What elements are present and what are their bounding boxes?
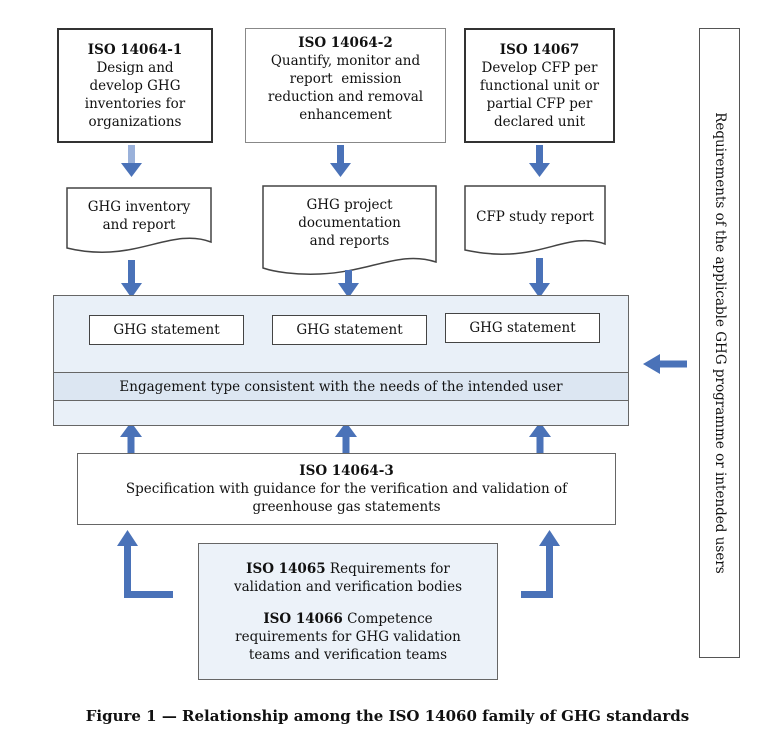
box-text-line: reduction and removal — [267, 89, 424, 105]
requirements-side-label: Requirements of the applicable GHG progr… — [712, 112, 728, 574]
arrow-left-side — [643, 354, 687, 374]
iso-14065-line: ISO 14065 Requirements for — [246, 560, 450, 578]
box-text-line: organizations — [88, 113, 182, 130]
doc-text-line: documentation — [298, 215, 401, 231]
iso-14064-3-title: ISO 14064-3 — [299, 463, 394, 479]
arrow-up-3 — [529, 422, 551, 455]
doc-text-line: GHG project — [306, 197, 393, 213]
arrow-l-left — [117, 530, 173, 598]
iso-14066-line: ISO 14066 Competence — [263, 610, 432, 628]
doc-text-line: and report — [102, 217, 176, 233]
arrow-down-1 — [121, 145, 142, 177]
iso-14064-1-title: ISO 14064-1 — [87, 41, 183, 58]
arrow-down-5 — [338, 270, 359, 298]
box-text-line: enhancement — [299, 107, 392, 123]
doc-text-line: GHG inventory — [87, 199, 191, 215]
ghg-statement-3: GHG statement — [445, 313, 600, 343]
box-text-line: greenhouse gas statements — [252, 499, 441, 515]
box-text-line: validation and verification bodies — [233, 578, 463, 595]
box-text-line: Design and — [96, 59, 174, 76]
iso-14065-text: Requirements for — [325, 560, 450, 577]
requirements-side-box — [699, 28, 740, 658]
box-text-line: develop GHG — [89, 77, 181, 94]
document-ghg-inventory: GHG inventory and report — [67, 195, 211, 237]
arrow-down-4 — [121, 260, 142, 298]
engagement-type-bar: Engagement type consistent with the need… — [53, 372, 629, 401]
iso-14064-3-box: ISO 14064-3 Specification with guidance … — [77, 453, 616, 525]
doc-text-line: CFP study report — [476, 209, 594, 225]
box-text-line: report emission — [289, 71, 402, 87]
iso-14064-1-box: ISO 14064-1 Design and develop GHG inven… — [57, 28, 213, 143]
iso-14065-title: ISO 14065 — [246, 560, 326, 577]
box-text-line: Quantify, monitor and — [270, 53, 421, 69]
doc-text-line: and reports — [309, 233, 390, 249]
document-cfp-study: CFP study report — [465, 200, 605, 234]
box-text-line: functional unit or — [479, 77, 600, 94]
box-text-line: inventories for — [84, 95, 186, 112]
arrow-down-3 — [529, 145, 550, 177]
ghg-statement-1: GHG statement — [89, 315, 244, 345]
arrow-down-6 — [529, 258, 550, 298]
iso-14066-title: ISO 14066 — [263, 610, 343, 627]
arrow-up-1 — [120, 422, 142, 455]
ghg-statement-2: GHG statement — [272, 315, 427, 345]
box-text-line: partial CFP per — [486, 95, 593, 112]
box-text-line: Specification with guidance for the veri… — [125, 481, 568, 497]
arrow-down-2 — [330, 145, 351, 177]
iso-14064-2-title: ISO 14064-2 — [298, 35, 393, 51]
box-text-line: Develop CFP per — [481, 59, 598, 76]
iso-14064-2-box: ISO 14064-2 Quantify, monitor and report… — [245, 28, 446, 143]
iso-14067-title: ISO 14067 — [499, 41, 580, 58]
arrow-l-right — [521, 530, 560, 598]
document-ghg-project: GHG project documentation and reports — [263, 193, 436, 253]
box-text-line: requirements for GHG validation — [235, 628, 461, 645]
iso-14067-box: ISO 14067 Develop CFP per functional uni… — [464, 28, 615, 143]
box-text-line: declared unit — [493, 113, 586, 130]
iso-14065-14066-box: ISO 14065 Requirements for validation an… — [198, 543, 498, 680]
box-text-line: teams and verification teams — [248, 646, 448, 663]
arrow-up-2 — [335, 422, 357, 455]
iso-14066-text: Competence — [342, 610, 433, 627]
figure-caption: Figure 1 — Relationship among the ISO 14… — [85, 707, 690, 725]
